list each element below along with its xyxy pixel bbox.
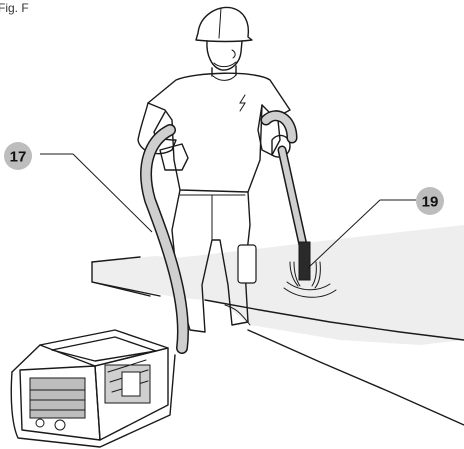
concrete-slab bbox=[91, 225, 464, 426]
figure-label: Fig. F bbox=[0, 1, 29, 15]
callout-17-number: 17 bbox=[10, 149, 27, 166]
helmet bbox=[195, 6, 253, 43]
vibrator-poker bbox=[277, 145, 337, 298]
vibrator-head bbox=[298, 241, 311, 281]
callout-19-number: 19 bbox=[422, 194, 439, 211]
callout-17: 17 bbox=[4, 142, 153, 233]
power-unit bbox=[10, 329, 176, 448]
callout-19: 19 bbox=[307, 187, 444, 269]
hose bbox=[140, 110, 298, 354]
